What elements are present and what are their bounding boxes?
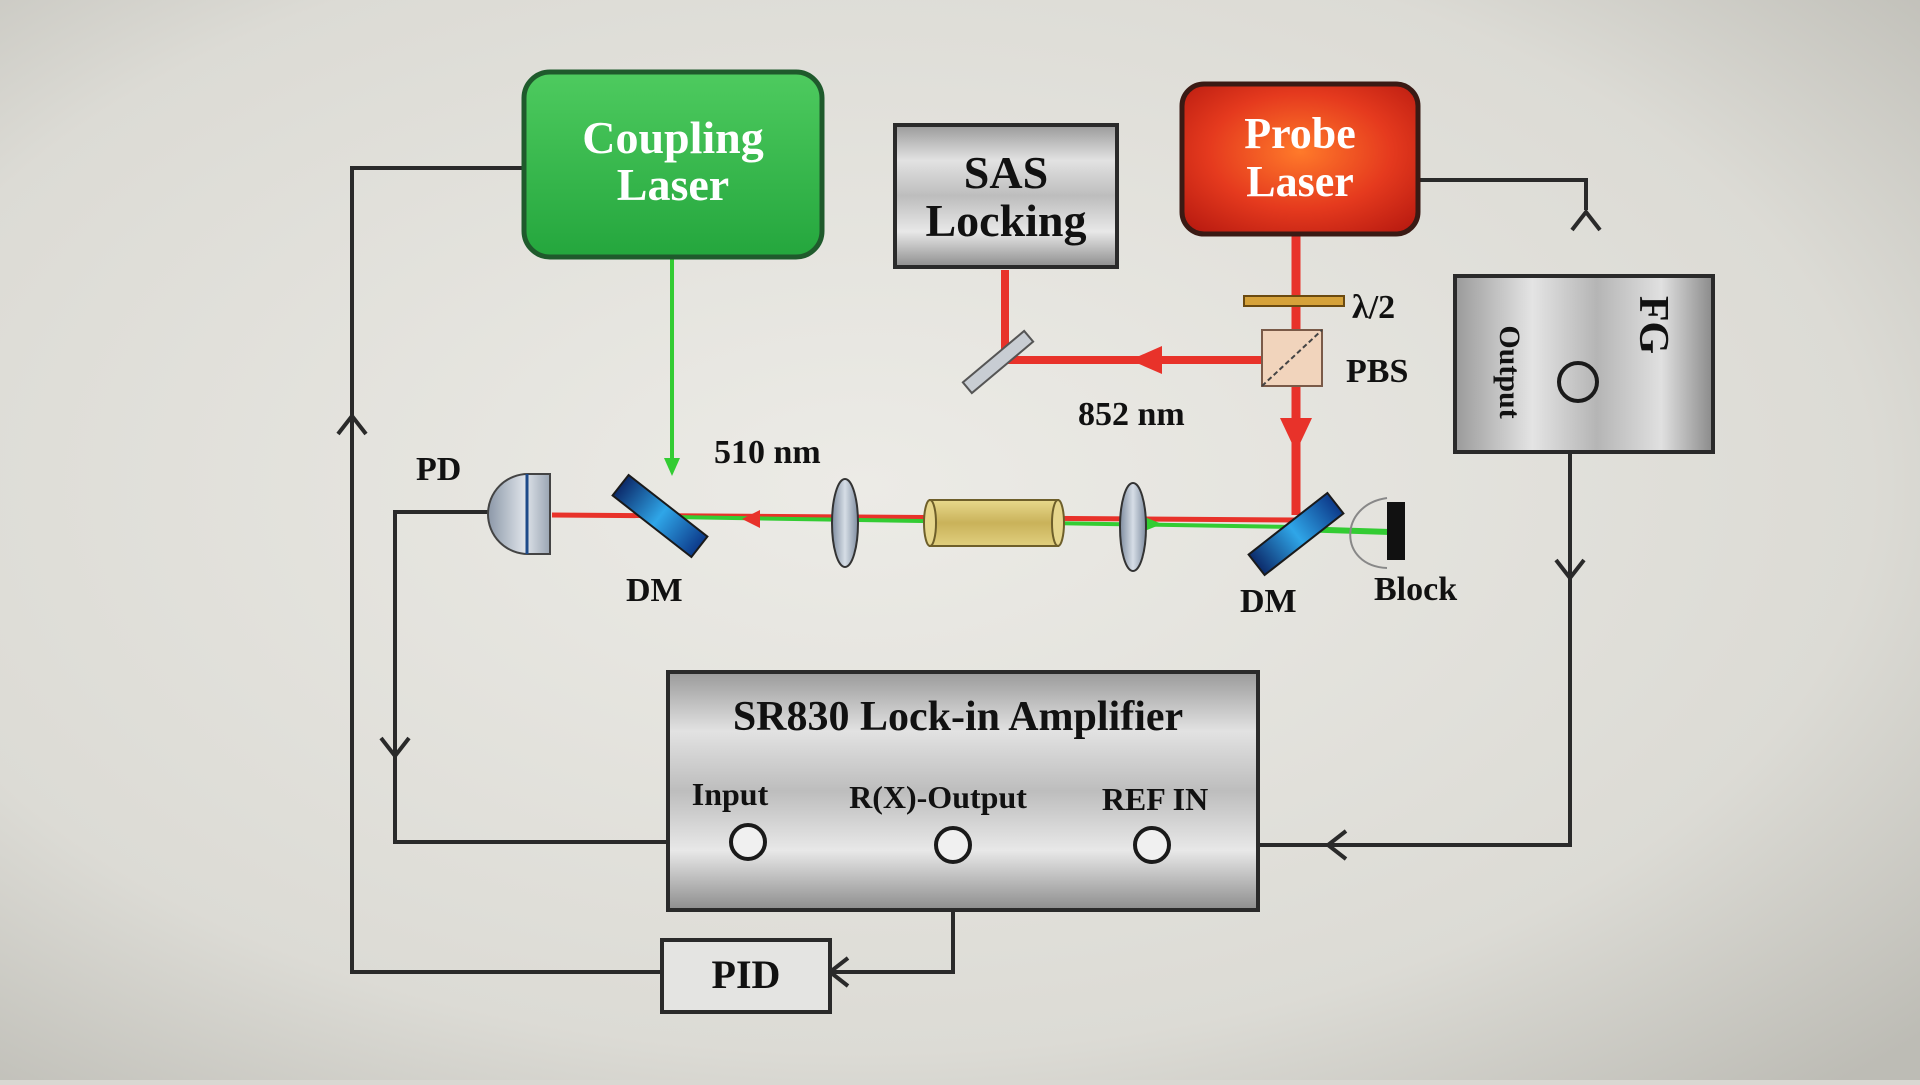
arrow-down-fg — [1554, 558, 1586, 582]
pbs-label: PBS — [1346, 353, 1408, 390]
lens-right — [1119, 482, 1147, 572]
probe-laser: Probe Laser — [1179, 81, 1421, 237]
lock-in-amplifier: SR830 Lock-in Amplifier Input R(X)-Outpu… — [666, 670, 1260, 912]
probe-modulation-wire — [1415, 178, 1588, 210]
lockin-output-port[interactable] — [934, 826, 972, 864]
component-labels: λ/2 PBS 852 nm 510 nm PD DM DM Block — [416, 289, 1457, 620]
dm-left-label: DM — [626, 572, 683, 609]
pid-controller: PID — [660, 938, 832, 1014]
pid-label: PID — [712, 952, 781, 997]
dm-right-label: DM — [1240, 583, 1297, 620]
lockin-ref-port[interactable] — [1133, 826, 1171, 864]
lockin-input-label: Input — [692, 776, 769, 812]
coupling-beam-arrow — [664, 458, 680, 476]
photodiode — [487, 473, 551, 555]
lockin-title: SR830 Lock-in Amplifier — [733, 694, 1183, 740]
lockin-input-port[interactable] — [729, 823, 767, 861]
coupling-laser: Coupling Laser — [521, 69, 825, 260]
lens-left — [831, 478, 859, 568]
half-wave-plate — [1243, 295, 1345, 307]
wire-arrows — [336, 208, 1602, 988]
beam-block — [1349, 497, 1405, 569]
vapor-cell — [923, 499, 1065, 547]
probe-laser-line1: Probe — [1244, 109, 1356, 158]
arrow-down-pd — [379, 736, 411, 760]
feedback-wire — [350, 166, 662, 974]
pd-signal-wire — [393, 510, 732, 844]
coupling-laser-line1: Coupling — [582, 112, 764, 163]
sas-locking-line1: SAS — [964, 147, 1048, 198]
probe-laser-line2: Laser — [1246, 157, 1354, 206]
wavelength-852-label: 852 nm — [1078, 396, 1185, 433]
coupling-arrow-right — [1142, 516, 1162, 532]
arrow-into-ref — [1324, 829, 1348, 861]
probe-beam-arrow-left — [1130, 346, 1162, 374]
dichroic-mirror-left — [611, 473, 709, 559]
pd-label: PD — [416, 451, 461, 488]
pbs-cube — [1261, 329, 1323, 387]
wavelength-510-label: 510 nm — [714, 434, 821, 471]
steering-mirror — [961, 329, 1035, 395]
half-wave-label: λ/2 — [1352, 289, 1395, 326]
arrow-up-fg — [1570, 208, 1602, 232]
fg-output-label: Output — [1493, 325, 1526, 418]
fg-title: FG — [1630, 296, 1676, 354]
block-label: Block — [1374, 571, 1457, 608]
probe-arrow-left — [742, 510, 760, 528]
lockin-output-label: R(X)-Output — [849, 779, 1027, 815]
arrow-up-left — [336, 412, 368, 436]
function-generator: FG Output — [1453, 274, 1715, 454]
fg-output-port[interactable] — [1557, 361, 1599, 403]
sas-locking-line2: Locking — [925, 195, 1086, 246]
fg-to-ref-wire — [1152, 395, 1572, 847]
dichroic-mirror-right — [1247, 491, 1345, 577]
lockin-ref-label: REF IN — [1102, 781, 1208, 817]
sas-locking: SAS Locking — [893, 123, 1119, 269]
coupling-laser-line2: Laser — [617, 159, 729, 210]
probe-beam-arrow-down — [1280, 418, 1312, 452]
